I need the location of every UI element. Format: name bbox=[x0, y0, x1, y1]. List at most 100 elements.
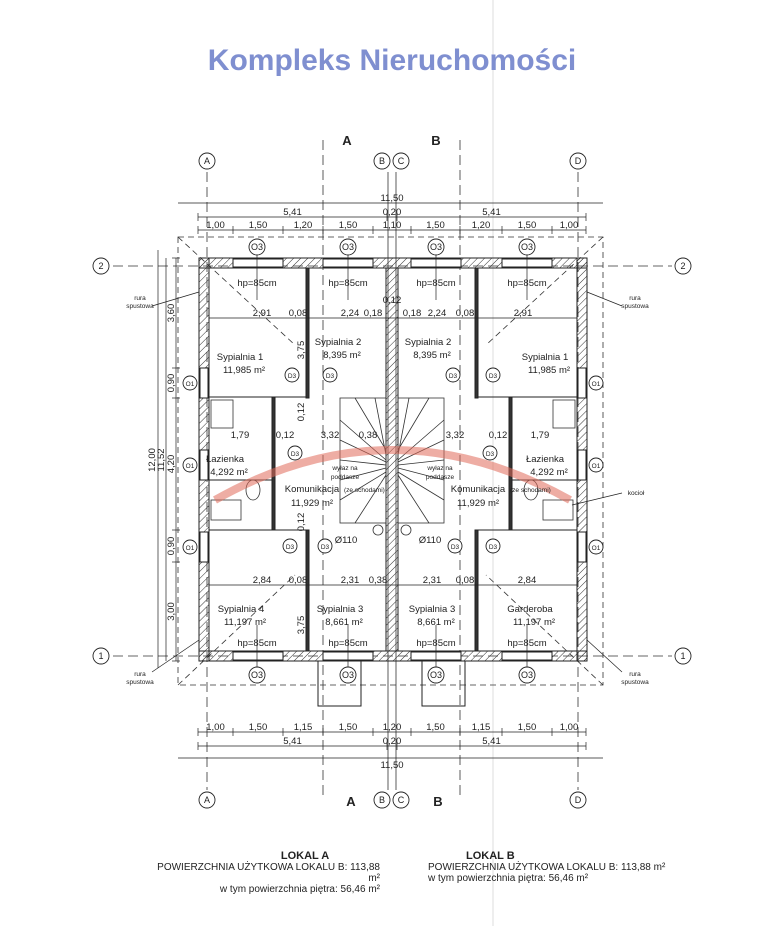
door-tag: D3 bbox=[489, 544, 498, 551]
dimension-label: 1,50 bbox=[518, 220, 537, 231]
dimension-label: 0,12 bbox=[383, 295, 402, 306]
door-tag: D3 bbox=[489, 373, 498, 380]
dimension-label: 0,08 bbox=[456, 575, 475, 586]
downpipe-note: rura bbox=[629, 295, 641, 302]
dimension-line bbox=[586, 639, 623, 673]
door-tag-circle bbox=[284, 367, 300, 383]
window-side-tag-circle bbox=[182, 539, 198, 555]
dimension-label: 1,50 bbox=[426, 722, 445, 733]
dimension-label: 0,18 bbox=[403, 308, 422, 319]
sill-height-label: hp=85cm bbox=[328, 278, 367, 289]
downpipe-note: rura bbox=[629, 671, 641, 678]
window-tag: O3 bbox=[342, 670, 354, 680]
window-side-tag: O1 bbox=[186, 381, 195, 388]
dimension-label: 11,52 bbox=[156, 448, 167, 471]
room-area: 8,395 m² bbox=[323, 350, 361, 361]
axis-bubble: 1 bbox=[98, 651, 103, 661]
lokal-a-area: POWIERZCHNIA UŻYTKOWA LOKALU B: 113,88 m… bbox=[157, 862, 380, 884]
dimension-label: 1,15 bbox=[294, 722, 313, 733]
window-side-tag-circle bbox=[588, 375, 604, 391]
room-name: Sypialnia 3 bbox=[317, 604, 363, 615]
door-tag: D3 bbox=[286, 544, 295, 551]
axis-bubble-circle bbox=[92, 647, 110, 665]
window-side-tag: O1 bbox=[592, 545, 601, 552]
room-area: 8,661 m² bbox=[325, 617, 363, 628]
hatch-label: wyłaz na bbox=[426, 465, 453, 472]
downpipe-note: rura bbox=[134, 295, 146, 302]
window-side-tag: O1 bbox=[186, 545, 195, 552]
door-tag-circle bbox=[482, 445, 498, 461]
dimension-label: 0,38 bbox=[359, 430, 378, 441]
dimension-label: 1,20 bbox=[472, 220, 491, 231]
window-tag: O3 bbox=[342, 242, 354, 252]
sill-height-label: hp=85cm bbox=[416, 278, 455, 289]
dimension-label: 1,00 bbox=[206, 220, 225, 231]
dimension-label: 0,20 bbox=[383, 207, 402, 218]
axis-bubble-circle bbox=[198, 791, 216, 809]
window-side-tag-circle bbox=[588, 539, 604, 555]
watermark-text: Kompleks Nieruchomości bbox=[208, 44, 576, 77]
lokal-b-area: POWIERZCHNIA UŻYTKOWA LOKALU B: 113,88 m… bbox=[428, 862, 666, 873]
watermark-logo bbox=[213, 446, 572, 504]
lokal-a-floor-area: w tym powierzchnia piętra: 56,46 m² bbox=[219, 884, 380, 895]
dimension-label: 1,50 bbox=[339, 220, 358, 231]
dimension-label: 3,60 bbox=[166, 304, 177, 323]
axis-bubble: 1 bbox=[680, 651, 685, 661]
section-label: B bbox=[431, 133, 440, 148]
downpipe-note: rura bbox=[134, 671, 146, 678]
axis-bubble-circle bbox=[674, 647, 692, 665]
window-side-tag-circle bbox=[182, 375, 198, 391]
dimension-label: 2,31 bbox=[341, 575, 360, 586]
room-name: Sypialnia 3 bbox=[409, 604, 455, 615]
room-area: 11,985 m² bbox=[528, 365, 570, 376]
section-label: A bbox=[346, 794, 356, 809]
window-side-tag-circle bbox=[182, 457, 198, 473]
axis-bubble-circle bbox=[373, 791, 391, 809]
dimension-label: 1,00 bbox=[560, 220, 579, 231]
room-area: 8,661 m² bbox=[417, 617, 455, 628]
dimension-total: 12,00 bbox=[147, 448, 158, 472]
dimension-label: 5,41 bbox=[283, 207, 302, 218]
dimension-label: 5,41 bbox=[283, 736, 302, 747]
door-tag-circle bbox=[282, 538, 298, 554]
door-tag-circle bbox=[485, 538, 501, 554]
dimension-line bbox=[586, 291, 623, 307]
door-tag-circle bbox=[322, 367, 338, 383]
window-tag-circle bbox=[339, 666, 357, 684]
dimension-line bbox=[151, 291, 200, 307]
dimension-label: 1,50 bbox=[339, 722, 358, 733]
dimension-label: 2,24 bbox=[428, 308, 447, 319]
axis-bubble-circle bbox=[92, 257, 110, 275]
axis-bubble: 2 bbox=[98, 261, 103, 271]
room-area: 11,929 m² bbox=[457, 498, 499, 509]
room-area: 8,395 m² bbox=[413, 350, 451, 361]
dimension-total: 11,50 bbox=[380, 193, 403, 204]
axis-bubble: A bbox=[204, 795, 210, 805]
window-tag: O3 bbox=[251, 242, 263, 252]
window-tag: O3 bbox=[430, 242, 442, 252]
room-name: Łazienka bbox=[526, 454, 565, 465]
door-tag: D3 bbox=[288, 373, 297, 380]
dimension-label: 2,84 bbox=[253, 575, 272, 586]
sill-height-label: hp=85cm bbox=[237, 638, 276, 649]
window-tag: O3 bbox=[521, 242, 533, 252]
dimension-label: 5,41 bbox=[482, 207, 501, 218]
axis-bubble: C bbox=[398, 795, 405, 805]
axis-bubble-circle bbox=[392, 791, 410, 809]
sill-height-label: hp=85cm bbox=[507, 638, 546, 649]
axis-bubble: B bbox=[379, 156, 385, 166]
downpipe-note: spustowa bbox=[621, 679, 649, 686]
axis-bubble: D bbox=[575, 795, 582, 805]
dimension-label: 0,12 bbox=[276, 430, 295, 441]
dimension-label: 1,50 bbox=[249, 220, 268, 231]
room-area: 11,929 m² bbox=[291, 498, 333, 509]
window-tag-circle bbox=[518, 238, 536, 256]
lokal-b-floor-area: w tym powierzchnia piętra: 56,46 m² bbox=[428, 873, 589, 884]
door-tag-circle bbox=[447, 538, 463, 554]
room-note: (ze schodami) bbox=[510, 487, 551, 494]
door-tag-circle bbox=[317, 538, 333, 554]
axis-bubble-circle bbox=[373, 152, 391, 170]
door-tag: D3 bbox=[291, 451, 300, 458]
hatch-label: poddasze bbox=[426, 474, 455, 481]
